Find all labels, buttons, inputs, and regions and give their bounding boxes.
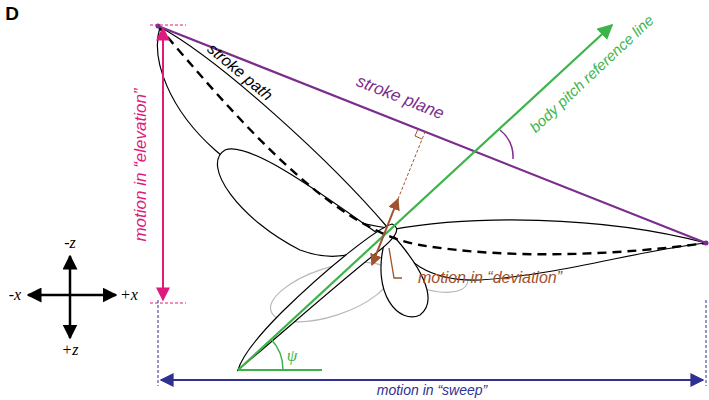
deviation-label: motion in “deviation”	[418, 269, 562, 287]
sweep-label: motion in “sweep”	[373, 383, 492, 398]
axis-label: -x	[9, 286, 21, 304]
axis-label: +x	[120, 286, 138, 304]
angle-symbol: ψ	[287, 347, 298, 366]
elevation-label: motion in “elevation”	[132, 88, 151, 241]
panel-letter: D	[5, 4, 19, 25]
pitch-line-label: body pitch reference line	[527, 12, 657, 136]
axis-label: +z	[61, 341, 78, 359]
axis-label: -z	[64, 234, 76, 252]
stroke-plane-label: stroke plane	[354, 72, 447, 123]
